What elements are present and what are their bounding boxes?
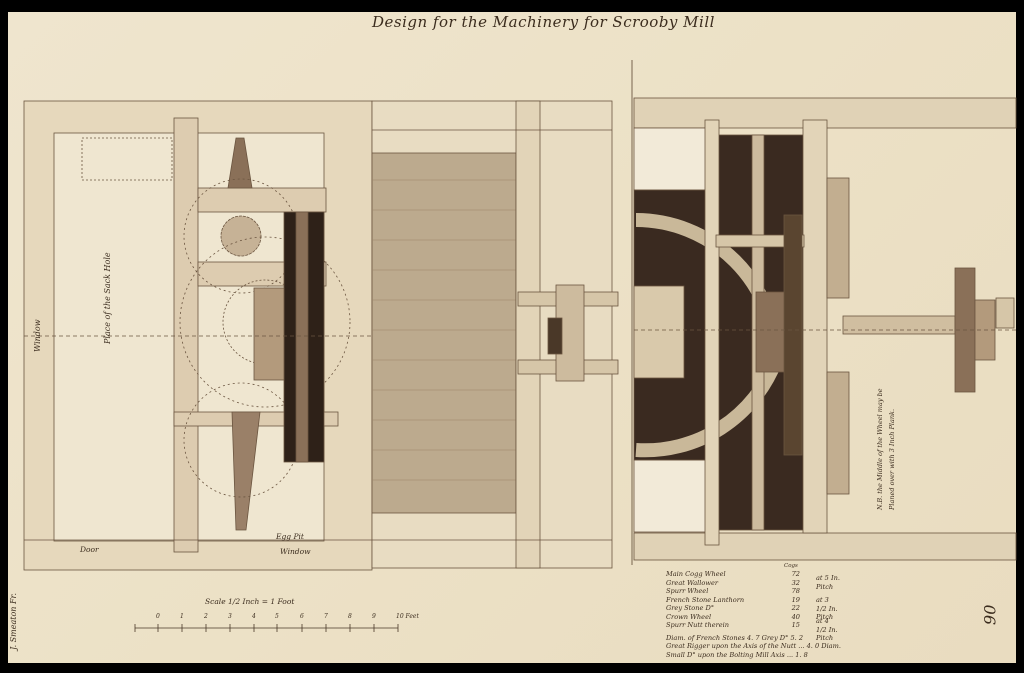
extra-note: Great Rigger upon the Axis of the Nutt .…	[666, 642, 841, 650]
gear-cogs: 78	[791, 587, 800, 595]
table-row: Great Wallower 32	[666, 579, 841, 588]
signature: J. Smeaton Fr.	[9, 592, 18, 650]
pitch-note: at 5 In. Pitch	[816, 574, 840, 591]
label-window-left: Window	[33, 319, 42, 352]
scale-bar	[134, 624, 399, 632]
waterwheel-plan	[371, 100, 619, 569]
pitch-note: at 4 1/2 In. Pitch	[816, 617, 838, 642]
scale-tick: 8	[348, 613, 352, 620]
drawing-title: Design for the Machinery for Scrooby Mil…	[372, 13, 715, 31]
extra-note: Small D° upon the Bolting Mill Axis ... …	[666, 650, 808, 659]
label-egg-pit: Egg Pit	[276, 532, 304, 541]
table-header: Cogs	[784, 563, 798, 569]
table-row: Spurr Nutt therein 15	[666, 621, 841, 630]
label-sack-hole: Place of the Sack Hole	[103, 252, 112, 344]
extra-note: Diam. of French Stones 4. 7 Grey D° 5. 2	[666, 633, 804, 642]
elevation-view	[633, 97, 1017, 561]
table-row: Crown Wheel 40	[666, 613, 841, 622]
gear-cogs: 40	[791, 612, 800, 621]
plan-view	[23, 100, 373, 571]
scale-tick: 9	[372, 613, 376, 620]
gear-name: French Stone Lanthorn	[666, 595, 745, 604]
scale-tick: 4	[252, 613, 256, 620]
scale-tick: 3	[228, 613, 232, 620]
table-row: Spurr Wheel 78	[666, 587, 841, 596]
note: N.B. the Middle of the Wheel may be Plan…	[876, 388, 896, 510]
label-door: Door	[80, 545, 99, 554]
scale-tick: 5	[275, 613, 279, 620]
gear-cogs: 72	[791, 570, 800, 578]
gear-name: Spurr Wheel	[666, 587, 709, 595]
scale-tick: 6	[300, 613, 304, 620]
gear-name: Crown Wheel	[666, 612, 712, 621]
scale-tick: 2	[204, 613, 208, 620]
scale-tick: 1	[180, 613, 184, 620]
gear-cogs: 22	[791, 604, 800, 612]
gear-name: Grey Stone D°	[666, 604, 715, 612]
scale-tick: 10 Feet	[396, 613, 419, 620]
label-window-bottom: Window	[280, 547, 311, 556]
table-row: Grey Stone D° 22	[666, 604, 841, 613]
table-row: French Stone Lanthorn 19	[666, 596, 841, 605]
gear-cogs: 19	[791, 595, 800, 604]
gear-cogs: 32	[791, 578, 800, 587]
gear-cogs: 15	[791, 621, 800, 629]
page-number: 90	[980, 604, 1000, 625]
gear-name: Main Cogg Wheel	[666, 570, 726, 578]
scale-tick: 0	[156, 613, 160, 620]
gear-name: Great Wallower	[666, 578, 719, 587]
scale-label: Scale 1/2 Inch = 1 Foot	[205, 597, 295, 606]
pitch-note: at 3 1/2 In. Pitch	[816, 596, 838, 621]
table-row: Main Cogg Wheel 72	[666, 570, 841, 579]
scale-tick: 7	[324, 613, 328, 620]
gear-name: Spurr Nutt therein	[666, 621, 730, 629]
